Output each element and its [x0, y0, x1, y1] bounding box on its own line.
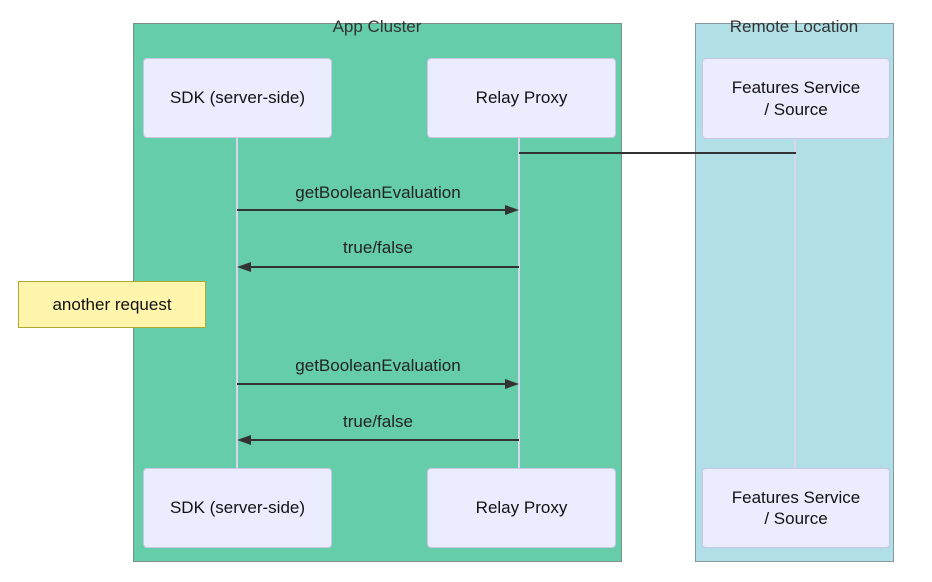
arrowhead-right-icon: [505, 205, 519, 215]
actor-relay-top: Relay Proxy: [427, 58, 616, 138]
note-label: another request: [52, 294, 172, 314]
actor-features-bottom: Features Service / Source: [702, 468, 890, 548]
arrowhead-left-icon: [237, 435, 251, 445]
cluster-remote-label: Remote Location: [729, 17, 859, 36]
actor-sdk-top: SDK (server-side): [143, 58, 332, 138]
message-line: [237, 209, 508, 211]
connector-relay-to-features: [519, 152, 796, 154]
message-label: true/false: [343, 238, 413, 257]
actor-sdk-label: SDK (server-side): [169, 88, 306, 108]
lifeline-relay: [518, 138, 520, 468]
arrowhead-right-icon: [505, 379, 519, 389]
message-line: [250, 439, 519, 441]
arrowhead-left-icon: [237, 262, 251, 272]
actor-sdk-bottom: SDK (server-side): [143, 468, 332, 548]
message-label: getBooleanEvaluation: [295, 183, 461, 202]
note-another-request: another request: [18, 281, 206, 328]
message-label: getBooleanEvaluation: [295, 356, 461, 375]
lifeline-features: [794, 139, 796, 468]
message-label: true/false: [343, 412, 413, 431]
actor-relay-label: Relay Proxy: [475, 88, 568, 108]
actor-features-top: Features Service / Source: [702, 58, 890, 139]
actor-features-label: Features Service / Source: [731, 487, 861, 528]
actor-relay-label: Relay Proxy: [475, 498, 568, 518]
cluster-app-label: App Cluster: [332, 17, 422, 36]
lifeline-sdk: [236, 138, 238, 468]
message-line: [250, 266, 519, 268]
actor-features-label: Features Service / Source: [731, 78, 861, 119]
actor-relay-bottom: Relay Proxy: [427, 468, 616, 548]
actor-sdk-label: SDK (server-side): [169, 498, 306, 518]
message-line: [237, 383, 508, 385]
